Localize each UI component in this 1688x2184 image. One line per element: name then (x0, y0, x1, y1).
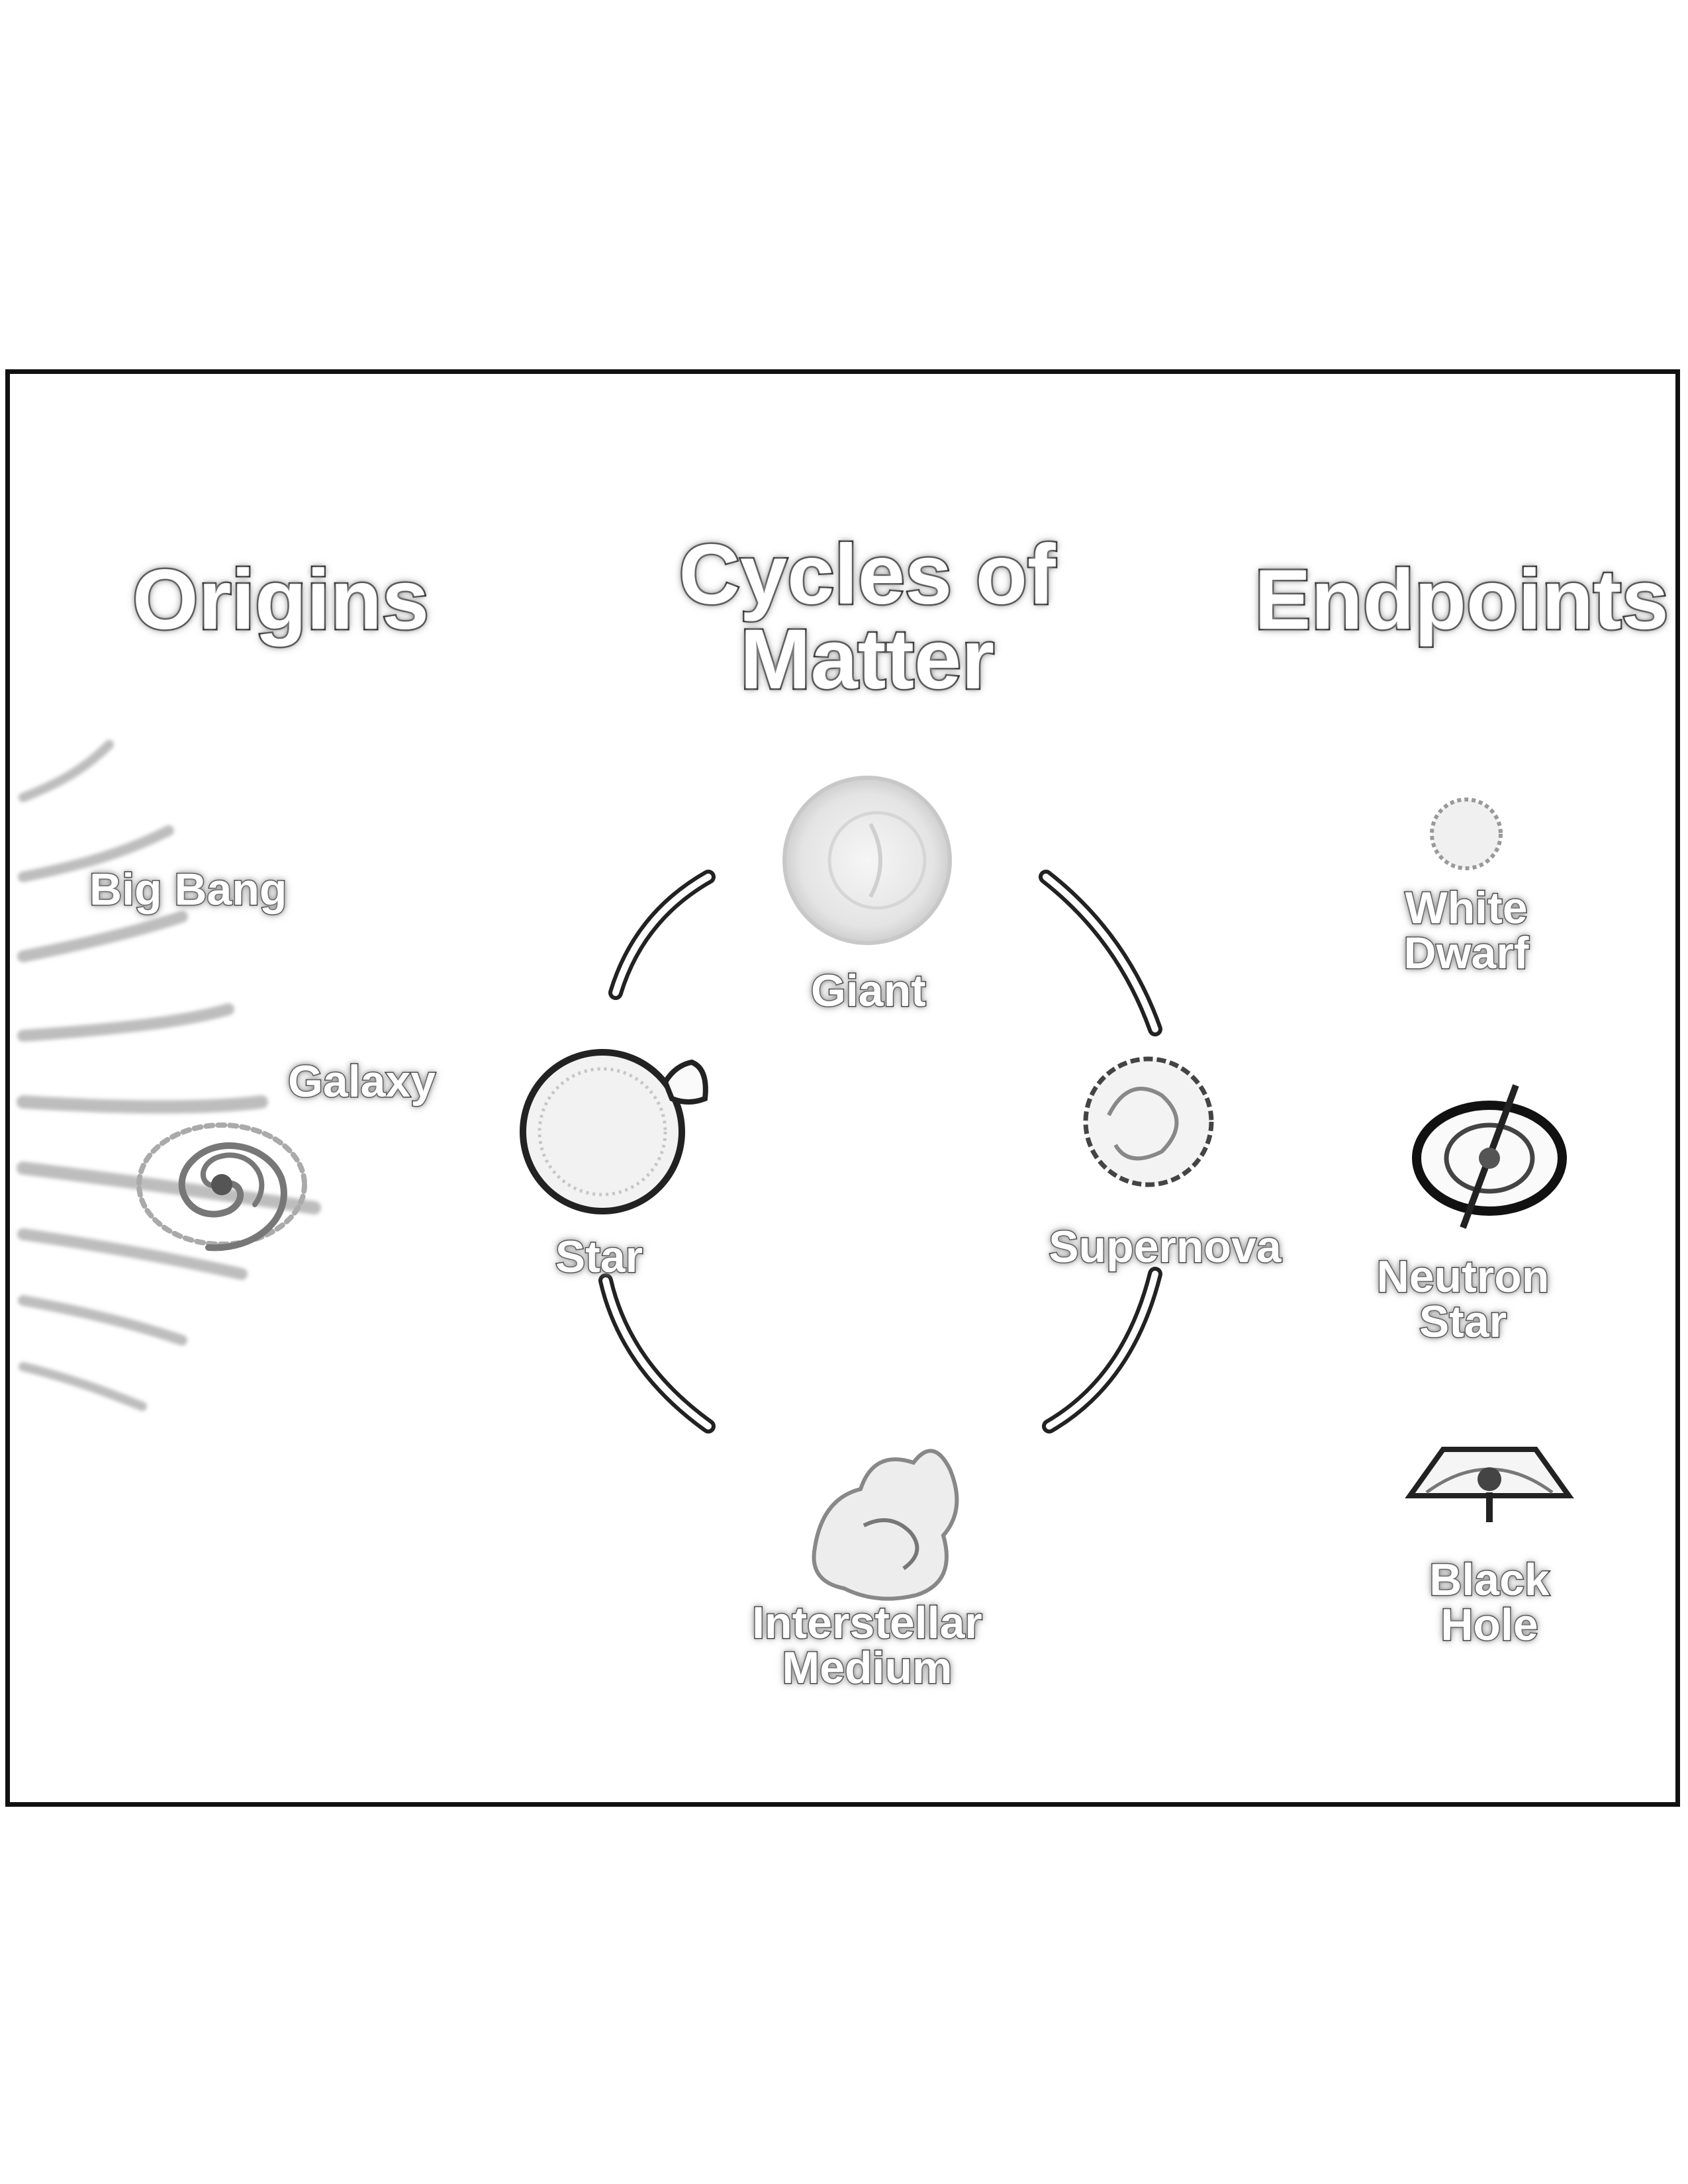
label-big-bang: Big Bang (88, 864, 287, 915)
label-supernova: Supernova (1048, 1222, 1282, 1272)
heading-cycles-line-1: Cycles of (677, 527, 1057, 622)
label-giant: Giant (810, 966, 927, 1016)
label-ism-line-2: Medium (781, 1643, 953, 1693)
cycle-arcs (598, 870, 1162, 1433)
heading-cycles-of-matter: Cycles of Matter (677, 527, 1057, 707)
label-white-dwarf: White Dwarf (1393, 883, 1539, 978)
label-black-hole: Black Hole (1407, 1555, 1572, 1650)
heading-origins: Origins (130, 553, 430, 647)
label-neutron-star-line-2: Star (1418, 1297, 1507, 1347)
neutron-star-illustration (1412, 1084, 1567, 1229)
white-dwarf-illustration (1430, 797, 1503, 870)
arc-star-to-giant (608, 870, 716, 1000)
giant-illustration (782, 776, 952, 945)
label-ism-line-1: Interstellar (751, 1598, 984, 1648)
label-neutron-star-line-1: Neutron (1376, 1251, 1550, 1302)
supernova-illustration (1083, 1056, 1214, 1187)
interstellar-medium-illustration (812, 1449, 959, 1601)
label-galaxy: Galaxy (287, 1056, 436, 1107)
diagram-art (17, 740, 1574, 1601)
black-hole-illustration (1405, 1447, 1574, 1522)
label-neutron-star: Neutron Star (1374, 1251, 1552, 1347)
big-bang-illustration (17, 740, 321, 1411)
heading-cycles-line-2: Matter (738, 612, 996, 707)
label-black-hole-line-1: Black (1429, 1555, 1550, 1605)
label-black-hole-line-2: Hole (1440, 1600, 1539, 1650)
arc-giant-to-supernova (1039, 870, 1162, 1036)
arc-supernova-to-ism (1042, 1267, 1162, 1433)
label-star: Star (554, 1232, 643, 1282)
diagram-frame: Origins Cycles of Matter Endpoints Big B… (5, 369, 1680, 1807)
arc-ism-to-star (598, 1273, 716, 1433)
galaxy-illustration (136, 1122, 307, 1251)
star-illustration (520, 1049, 708, 1214)
label-white-dwarf-line-2: Dwarf (1403, 928, 1530, 978)
label-white-dwarf-line-1: White (1404, 883, 1528, 933)
label-interstellar-medium: Interstellar Medium (745, 1598, 990, 1693)
heading-endpoints: Endpoints (1253, 553, 1671, 647)
